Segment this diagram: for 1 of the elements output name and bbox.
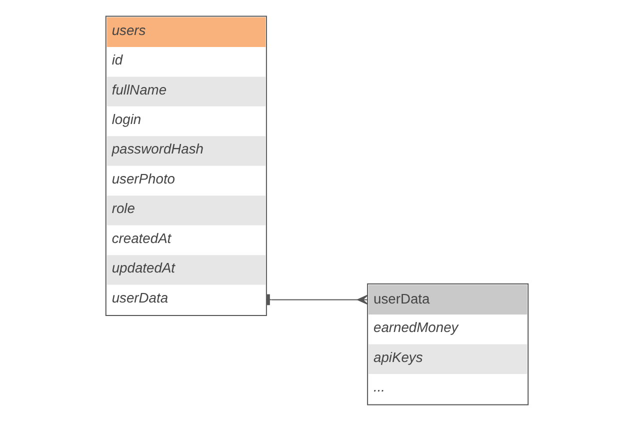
connector <box>265 294 368 306</box>
